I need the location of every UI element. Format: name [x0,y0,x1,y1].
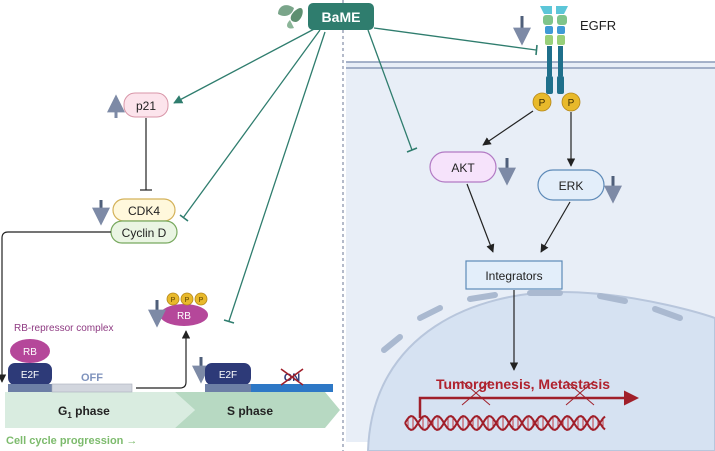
cdk4-node[interactable]: CDK4 [112,198,176,222]
svg-text:ERK: ERK [559,179,584,193]
progression-label: Cell cycle progression → [6,435,137,447]
svg-text:CDK4: CDK4 [128,204,160,218]
bame-node[interactable]: BaME [308,3,374,30]
cyclind-to-complex-arrow [0,231,111,383]
gene-off-bar: OFF [8,372,133,393]
svg-text:P: P [185,297,190,304]
phase-band [5,392,340,428]
svg-text:RB: RB [177,311,191,322]
dna-strand [404,415,606,431]
rb-complex-label: RB-repressor complex [14,323,113,334]
svg-text:AKT: AKT [451,161,475,175]
bame-connections [173,26,538,324]
off-label: OFF [81,372,103,384]
svg-text:P: P [568,98,575,109]
egfr-to-akt-arrow [482,110,534,146]
integrators-node[interactable]: Integrators [465,260,563,290]
outcome-label: Tumorgenesis, Metastasis [436,376,610,392]
e2f-protein-s: E2F [205,363,251,385]
g1-phase-label: G1 phase [58,404,110,420]
release-rb-arrow [136,330,191,389]
svg-text:p21: p21 [136,99,156,113]
akt-to-integrators-arrow [466,183,495,253]
erk-to-integrators-arrow [540,201,571,253]
s-phase-label: S phase [227,404,273,418]
svg-text:P: P [199,297,204,304]
egfr-phospho: P P [532,92,581,112]
egfr-receptor[interactable]: EGFR [540,6,616,94]
leaf-icon [278,5,303,29]
e2f-protein-g1: E2F [8,363,52,385]
cyclin-d-node[interactable]: Cyclin D [110,220,178,244]
svg-text:E2F: E2F [21,370,39,381]
svg-text:RB: RB [23,347,37,358]
transcription-arrow [418,380,639,418]
erk-node[interactable]: ERK [537,169,605,201]
p21-node[interactable]: p21 [123,92,169,118]
phospho-rb: RB P P P [160,292,208,326]
nuclear-pores [381,290,683,353]
dna-helix [404,415,606,431]
dna-strand [404,415,606,431]
cell-panel [346,0,715,451]
svg-text:P: P [539,98,546,109]
rb-protein: RB [10,339,50,363]
svg-text:Cyclin D: Cyclin D [122,226,167,240]
akt-node[interactable]: AKT [429,151,497,183]
bame-title: BaME [322,9,361,25]
p21-inhibits-cdk4 [140,118,152,191]
gene-on-bar: ON [205,368,333,392]
svg-text:P: P [171,297,176,304]
egfr-label: EGFR [580,18,616,33]
svg-text:E2F: E2F [219,370,237,381]
svg-text:Integrators: Integrators [485,269,542,283]
